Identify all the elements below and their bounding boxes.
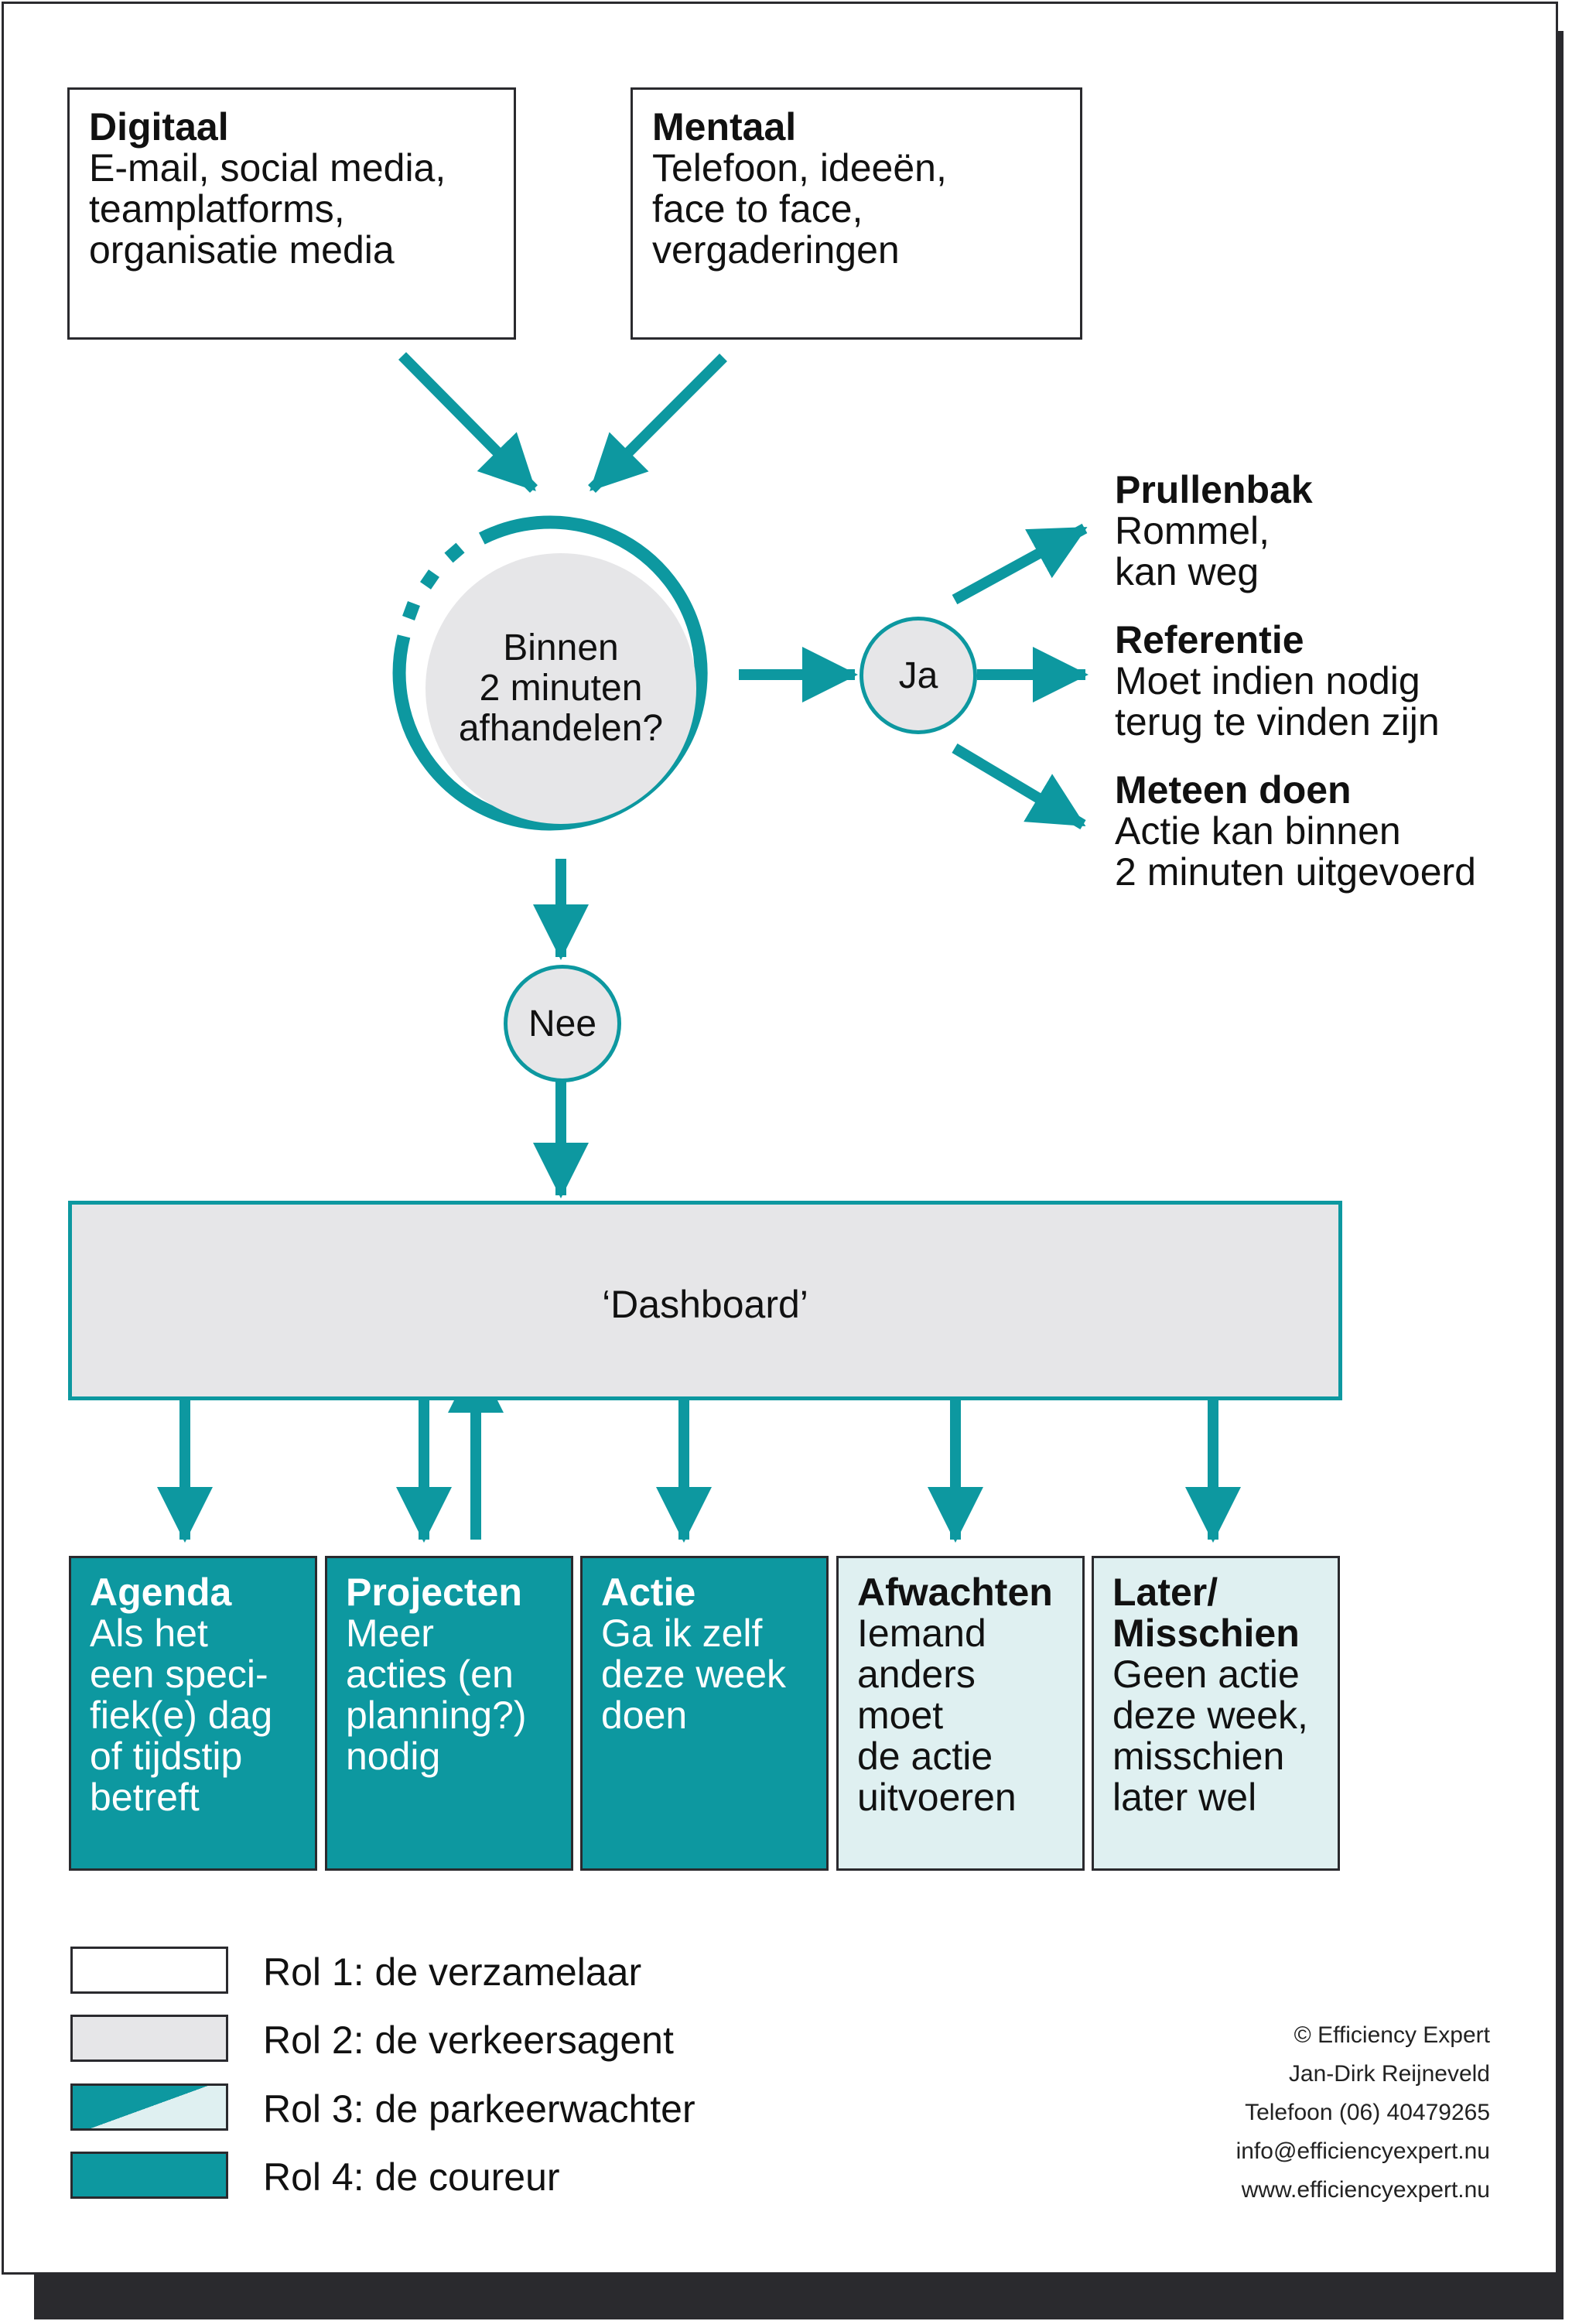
arrow-mentaal-to-decision xyxy=(588,354,727,493)
category-line: Iemand xyxy=(857,1612,986,1655)
outcome-line: Actie kan binnen xyxy=(1115,809,1401,853)
yes-label: Ja xyxy=(898,655,938,696)
category-actie: Actie Ga ik zelf deze week doen xyxy=(580,1556,829,1871)
source-line: vergaderingen xyxy=(652,228,900,272)
category-title: Misschien xyxy=(1112,1612,1300,1655)
category-line: acties (en xyxy=(346,1653,514,1696)
outcome-line: Moet indien nodig xyxy=(1115,659,1420,702)
legend-label: Rol 2: de verkeersagent xyxy=(263,2018,674,2062)
outcome-title: Meteen doen xyxy=(1115,768,1352,812)
legend-swatch-teal xyxy=(70,2152,228,2199)
decision-line: afhandelen? xyxy=(458,708,664,749)
source-digitaal: Digitaal E-mail, social media, teamplatf… xyxy=(67,87,516,340)
category-line: deze week xyxy=(601,1653,787,1696)
outcome-line: Rommel, xyxy=(1115,509,1270,552)
category-line: moet xyxy=(857,1694,944,1737)
category-line: deze week, xyxy=(1112,1694,1308,1737)
dashboard: ‘Dashboard’ xyxy=(68,1201,1342,1400)
source-line: organisatie media xyxy=(89,228,395,272)
category-line: een speci- xyxy=(90,1653,268,1696)
category-title: Projecten xyxy=(346,1571,522,1614)
outcome-meteen-doen: Meteen doen Actie kan binnen 2 minuten u… xyxy=(1115,770,1476,893)
copyright-block: © Efficiency Expert Jan-Dirk Reijneveld … xyxy=(1236,2016,1490,2210)
category-line: de actie xyxy=(857,1735,993,1778)
category-line: doen xyxy=(601,1694,688,1737)
category-title: Later/ xyxy=(1112,1571,1218,1614)
arrow-ja-to-prullenbak xyxy=(952,523,1088,605)
category-line: Ga ik zelf xyxy=(601,1612,763,1655)
category-line: planning?) xyxy=(346,1694,527,1737)
category-line: fiek(e) dag xyxy=(90,1694,273,1737)
source-title: Digitaal xyxy=(89,105,229,149)
dashboard-label: ‘Dashboard’ xyxy=(602,1283,808,1326)
category-line: Meer xyxy=(346,1612,434,1655)
copyright-website[interactable]: www.efficiencyexpert.nu xyxy=(1241,2177,1490,2203)
arrow-digitaal-to-decision xyxy=(398,352,538,493)
outcome-line: terug te vinden zijn xyxy=(1115,700,1440,743)
category-agenda: Agenda Als het een speci- fiek(e) dag of… xyxy=(69,1556,317,1871)
category-line: misschien xyxy=(1112,1735,1285,1778)
outcome-title: Prullenbak xyxy=(1115,468,1313,511)
source-line: Telefoon, ideeën, xyxy=(652,146,947,190)
category-title: Actie xyxy=(601,1571,696,1614)
decision-node: Binnen 2 minuten afhandelen? xyxy=(425,553,696,824)
category-line: later wel xyxy=(1112,1776,1257,1819)
arrow-ja-to-meteen-doen xyxy=(952,743,1086,830)
category-line: of tijdstip xyxy=(90,1735,243,1778)
legend-label: Rol 1: de verzamelaar xyxy=(263,1950,642,1994)
source-line: face to face, xyxy=(652,187,863,231)
copyright-email[interactable]: info@efficiencyexpert.nu xyxy=(1235,2138,1490,2164)
copyright-line: © Efficiency Expert xyxy=(1294,2022,1490,2048)
outcome-title: Referentie xyxy=(1115,618,1304,661)
legend-swatch-split xyxy=(70,2083,228,2131)
source-line: E-mail, social media, xyxy=(89,146,446,190)
legend-swatch-white xyxy=(70,1947,228,1994)
outcome-prullenbak: Prullenbak Rommel, kan weg xyxy=(1115,470,1313,593)
source-line: teamplatforms, xyxy=(89,187,345,231)
category-line: Geen actie xyxy=(1112,1653,1300,1696)
category-title: Agenda xyxy=(90,1571,232,1614)
legend-label: Rol 3: de parkeerwachter xyxy=(263,2087,695,2131)
page xyxy=(2,2,1558,2275)
legend-label: Rol 4: de coureur xyxy=(263,2155,560,2199)
category-later-misschien: Later/ Misschien Geen actie deze week, m… xyxy=(1092,1556,1340,1871)
no-label: Nee xyxy=(528,1003,597,1044)
outcome-line: 2 minuten uitgevoerd xyxy=(1115,850,1476,894)
decision-line: Binnen xyxy=(503,627,619,668)
copyright-line: Telefoon (06) 40479265 xyxy=(1245,2100,1490,2125)
category-line: uitvoeren xyxy=(857,1776,1017,1819)
decision-line: 2 minuten xyxy=(479,668,643,709)
yes-node: Ja xyxy=(860,617,977,734)
category-line: betreft xyxy=(90,1776,200,1819)
category-afwachten: Afwachten Iemand anders moet de actie ui… xyxy=(836,1556,1085,1871)
category-line: nodig xyxy=(346,1735,441,1778)
outcome-referentie: Referentie Moet indien nodig terug te vi… xyxy=(1115,620,1440,743)
legend-swatch-grey xyxy=(70,2015,228,2062)
source-title: Mentaal xyxy=(652,105,797,149)
no-node: Nee xyxy=(504,965,621,1082)
category-line: anders xyxy=(857,1653,976,1696)
outcome-line: kan weg xyxy=(1115,550,1259,593)
source-mentaal: Mentaal Telefoon, ideeën, face to face, … xyxy=(631,87,1082,340)
copyright-line: Jan-Dirk Reijneveld xyxy=(1288,2061,1490,2087)
category-line: Als het xyxy=(90,1612,208,1655)
category-projecten: Projecten Meer acties (en planning?) nod… xyxy=(325,1556,573,1871)
category-title: Afwachten xyxy=(857,1571,1053,1614)
